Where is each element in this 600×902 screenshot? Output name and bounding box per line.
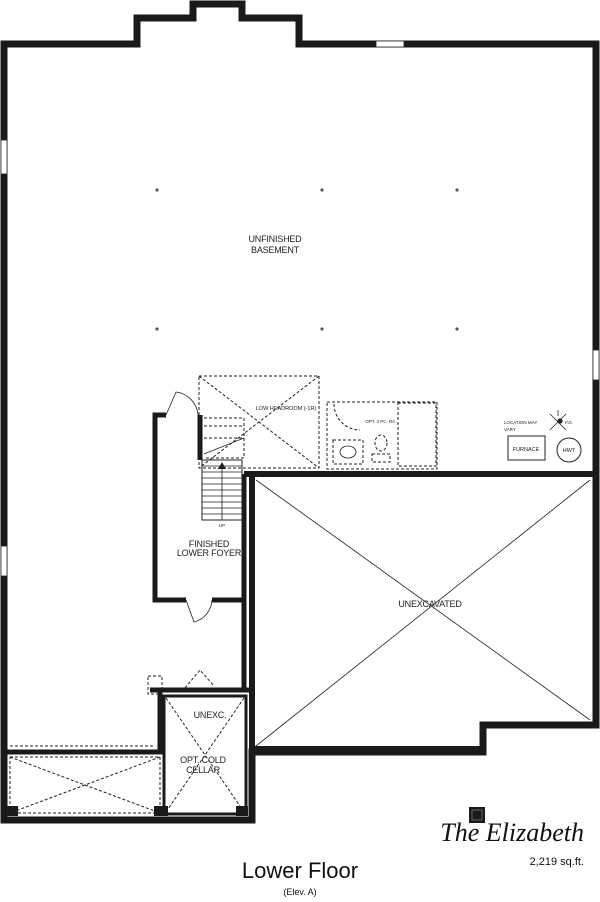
cellar-label-1: OPT. COLD [180,755,226,765]
unexcavated-diagonal-1 [255,479,591,721]
opt-bath-area [326,401,438,470]
hwt-label: HWT [563,448,576,454]
floor-drain-label: F.D. [565,420,573,425]
cold-cellar-diagonal-2 [165,697,245,813]
basement-label-2: BASEMENT [251,245,300,255]
elevation-label: (Elev. A) [283,887,317,897]
foyer-door-bottom [185,599,213,623]
post-left [6,806,18,816]
stair-arrowhead [218,462,226,469]
front-strip-diagonal-2 [9,756,161,814]
location-note-2: VARY [504,427,516,432]
hwt-tank [556,437,582,463]
unexc-label: UNEXC. [194,710,227,720]
cold-cellar-door [184,669,215,689]
floor-title: Lower Floor [241,858,359,883]
model-name: The Elizabeth [440,818,584,847]
window-top [375,40,405,48]
foyer-door-top [165,391,199,416]
low-headroom-diagonal-2 [198,375,320,469]
opt-bath-toilet [374,434,388,452]
cold-cellar-step [147,675,163,695]
support-columns [155,188,459,331]
exterior-pad-inner [471,809,483,821]
post-right [236,806,248,816]
low-headroom-note: LOW HEADROOM (-1R) [256,406,317,412]
unexcavated-wall [244,471,599,752]
stair-landing-diag [203,437,245,455]
window-right [592,349,600,381]
model-area: 2,219 sq.ft. [529,856,584,868]
foyer-label-2: LOWER FOYER [177,548,242,558]
unexcavated-diagonal-2 [255,479,591,747]
opt-bath-sink [332,439,364,465]
opt-bath-shower [397,402,437,467]
post-middle [154,806,168,816]
furnace-unit [507,435,546,461]
stair-up-label: UP [219,523,225,528]
location-note-1: LOCATION MAY [504,420,537,425]
furnace-label: FURNACE [513,447,540,453]
window-left-upper [0,139,8,175]
opt-bath-toilet-tank [371,453,391,463]
exterior-pad [469,807,485,823]
opt-bath-note: OPT. 3 PC. R/I [365,419,395,424]
floor-drain-icon [549,410,567,431]
basement-label-1: UNFINISHED [248,234,302,244]
unexcavated-label: UNEXCAVATED [398,599,462,609]
low-headroom-area [198,375,320,469]
foyer-label-1: FINISHED [189,539,230,549]
window-left-lower [0,545,8,577]
exterior-wall [0,0,600,824]
opt-bath-sink-bowl [339,445,357,459]
cold-cellar-diagonal-1 [165,697,245,813]
front-unexc-strip [9,756,161,814]
opt-bath-door [333,403,361,431]
cellar-label-2: CELLAR [186,765,221,775]
